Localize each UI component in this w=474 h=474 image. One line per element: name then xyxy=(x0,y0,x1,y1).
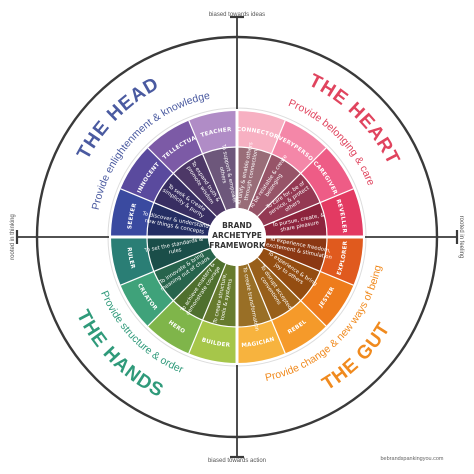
archetype-band-hero xyxy=(147,300,203,354)
archetype-band-explorer xyxy=(320,237,363,286)
archetype-band-everyperson xyxy=(271,120,327,174)
archetype-band-creator xyxy=(120,271,174,327)
archetype-band-builder xyxy=(188,320,237,363)
archetype-wedge-jester xyxy=(257,248,321,301)
archetype-wedge-reveller xyxy=(263,202,327,237)
archetype-wedge-intellectual xyxy=(173,153,226,217)
center-title-line3: FRAMEWORK xyxy=(209,241,266,250)
axis-label-bottom: biased towards action xyxy=(208,458,266,464)
segment-divider xyxy=(263,188,354,227)
segment-divider xyxy=(147,257,217,327)
center-title-line2: ARCHETYPE xyxy=(212,231,262,240)
segment-divider xyxy=(120,247,211,286)
credit-text: bebrandspankingyou.com xyxy=(381,456,444,462)
archetype-wedge-caregiver xyxy=(257,173,321,226)
archetype-band-innocent xyxy=(120,147,174,203)
archetype-wedge-hero xyxy=(173,257,226,321)
archetype-band-seeker xyxy=(111,188,154,237)
segment-divider xyxy=(188,263,227,354)
segment-divider xyxy=(247,120,286,211)
archetype-band-teacher xyxy=(188,111,237,154)
archetype-name-teacher: TEACHER xyxy=(200,127,232,139)
archetype-band-jester xyxy=(300,271,354,327)
archetype-wedge-innocent xyxy=(153,173,217,226)
center-circle xyxy=(208,208,266,266)
archetype-name-builder: BUILDER xyxy=(201,337,231,349)
segment-divider xyxy=(188,120,227,211)
segment-divider xyxy=(263,247,354,286)
quadrant-title-gut: THE GUT xyxy=(319,319,395,395)
segment-divider xyxy=(257,147,327,217)
archetype-wedge-seeker xyxy=(147,202,211,237)
archetype-wedge-builder xyxy=(202,263,237,327)
archetype-wedge-ruler xyxy=(147,237,211,272)
axis-label-right: rooted in feeling xyxy=(458,216,464,259)
axis-label-top: biased towards ideas xyxy=(209,12,265,18)
archetype-band-reveller xyxy=(320,188,363,237)
archetype-band-ruler xyxy=(111,237,154,286)
archetype-band-connector xyxy=(237,111,286,154)
archetype-band-intellectual xyxy=(147,120,203,174)
segment-divider xyxy=(257,257,327,327)
archetype-wedge-rebel xyxy=(248,257,301,321)
center-title-line1: BRAND xyxy=(222,221,252,230)
archetype-wedge-everyperson xyxy=(248,153,301,217)
archetype-wedge-creator xyxy=(153,248,217,301)
segment-divider xyxy=(247,263,286,354)
segment-divider xyxy=(120,188,211,227)
archetype-wedge-explorer xyxy=(263,237,327,272)
archetype-name-ruler: RULER xyxy=(125,247,135,270)
archetype-wedge-magician xyxy=(237,263,272,327)
archetype-band-rebel xyxy=(271,300,327,354)
segment-divider xyxy=(147,147,217,217)
archetype-wedge-teacher xyxy=(202,147,237,211)
archetype-band-magician xyxy=(237,320,286,363)
archetype-band-caregiver xyxy=(300,147,354,203)
archetype-wedge-connector xyxy=(237,147,272,211)
archetype-name-seeker: SEEKER xyxy=(127,202,138,229)
mid-ring xyxy=(146,146,328,328)
axis-label-left: rooted in thinking xyxy=(10,214,16,260)
